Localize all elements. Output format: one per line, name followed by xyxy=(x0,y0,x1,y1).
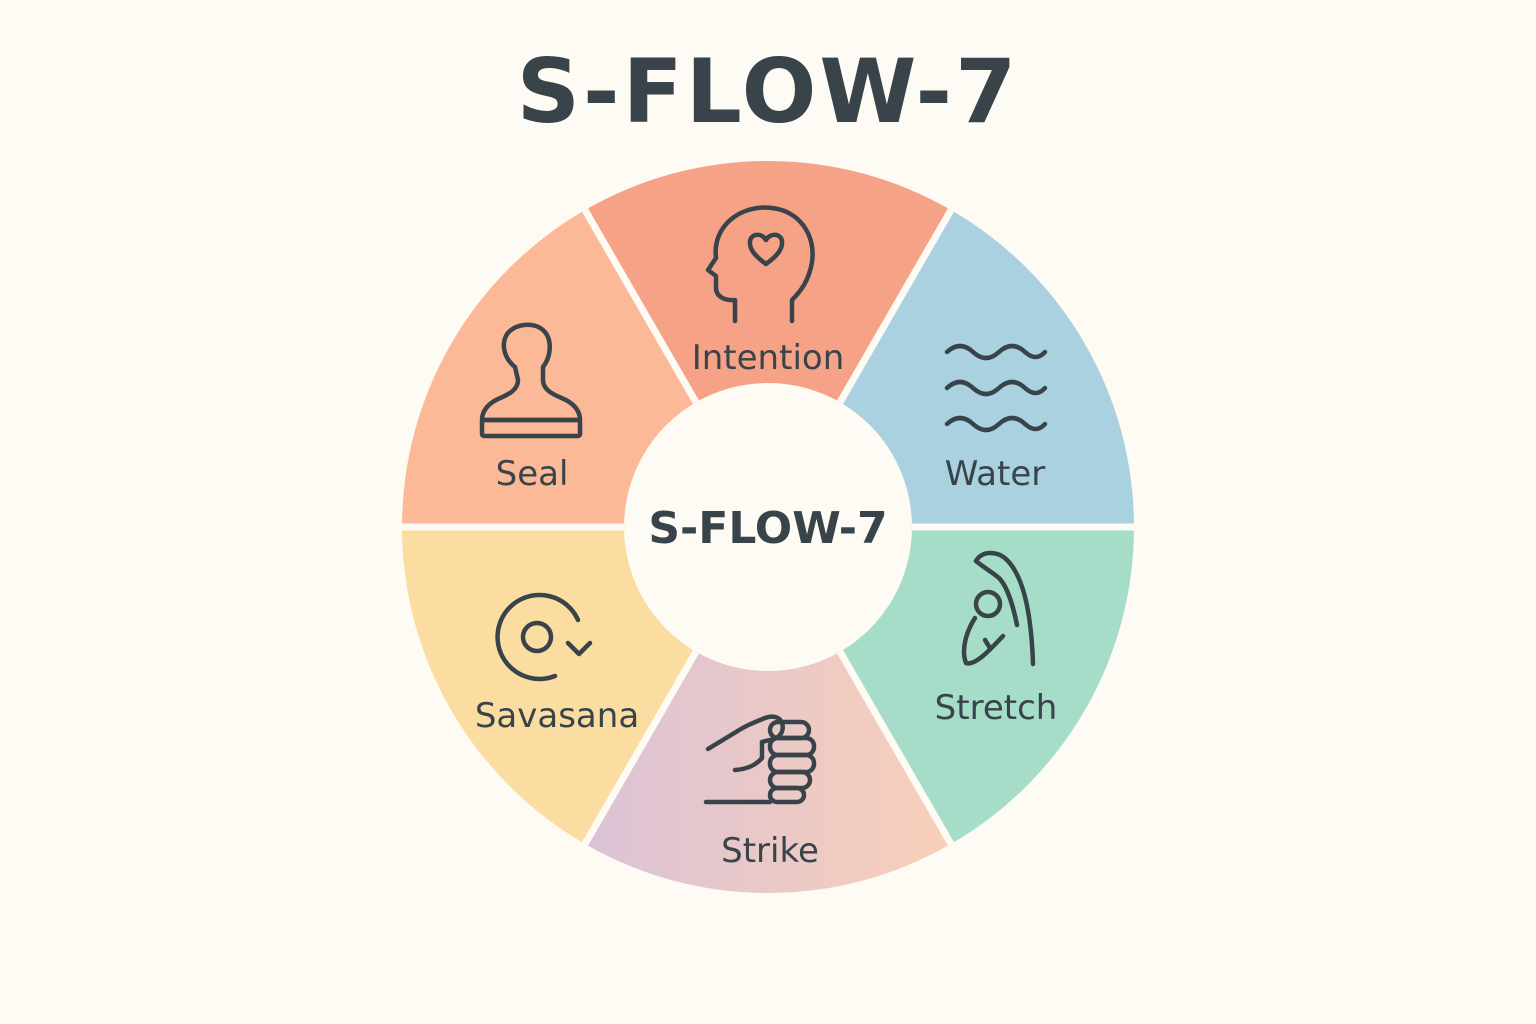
page-title: S-FLOW-7 xyxy=(516,40,1020,143)
segment-label-savasana: Savasana xyxy=(475,696,639,736)
segment-stretch[interactable] xyxy=(840,527,1134,844)
segment-dividers xyxy=(402,208,1134,846)
circular-arrow-icon xyxy=(495,592,593,682)
hub-label: S-FLOW-7 xyxy=(648,503,887,554)
segment-water[interactable] xyxy=(840,210,1134,527)
segment-savasana[interactable] xyxy=(402,527,696,844)
segment-strike[interactable] xyxy=(585,651,951,894)
segment-label-intention: Intention xyxy=(692,338,845,378)
segment-label-water: Water xyxy=(945,454,1046,494)
hub-circle xyxy=(627,386,909,668)
waves-icon xyxy=(944,343,1048,433)
head-heart-icon xyxy=(705,205,815,324)
fist-icon xyxy=(703,714,817,805)
segment-label-seal: Seal xyxy=(496,454,569,494)
segment-label-stretch: Stretch xyxy=(935,688,1058,728)
stretching-figure-icon xyxy=(961,550,1036,667)
segment-intention[interactable] xyxy=(585,160,951,403)
segment-seal[interactable] xyxy=(402,210,696,527)
stamp-icon xyxy=(479,322,583,439)
segment-label-strike: Strike xyxy=(721,831,819,871)
